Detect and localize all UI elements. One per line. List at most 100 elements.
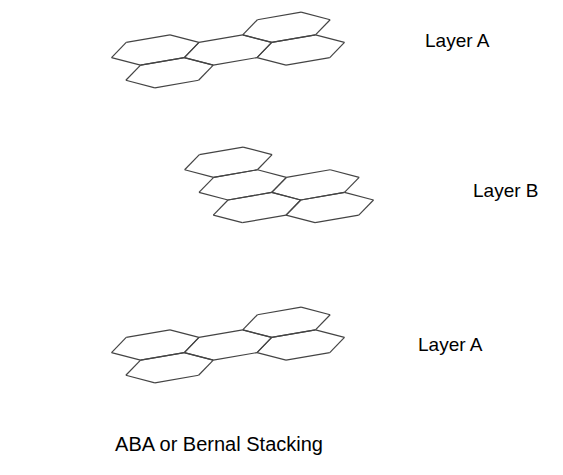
carbon-bond bbox=[184, 58, 213, 66]
carbon-bond bbox=[257, 337, 272, 352]
carbon-bond bbox=[184, 42, 199, 57]
carbon-bond bbox=[330, 170, 359, 178]
carbon-bond bbox=[272, 35, 316, 43]
carbon-bond bbox=[213, 215, 242, 223]
carbon-bond bbox=[199, 65, 214, 80]
carbon-bond bbox=[112, 58, 141, 66]
carbon-bond bbox=[315, 315, 330, 330]
carbon-bond bbox=[272, 192, 301, 200]
carbon-bond bbox=[184, 58, 213, 66]
carbon-bond bbox=[228, 192, 272, 200]
carbon-bond bbox=[243, 35, 272, 43]
carbon-bond bbox=[199, 147, 243, 155]
carbon-bond bbox=[112, 337, 127, 352]
carbon-bond bbox=[257, 337, 272, 352]
layer-label: Layer B bbox=[473, 180, 538, 202]
graphene-layer bbox=[112, 307, 345, 383]
carbon-bond bbox=[243, 330, 272, 338]
carbon-bond bbox=[286, 200, 301, 215]
carbon-bond bbox=[257, 12, 301, 20]
carbon-bond bbox=[257, 42, 272, 57]
carbon-bond bbox=[242, 215, 286, 223]
carbon-bond bbox=[141, 353, 185, 361]
carbon-bond bbox=[126, 65, 141, 80]
carbon-bond bbox=[170, 330, 199, 338]
carbon-bond bbox=[272, 330, 316, 338]
carbon-bond bbox=[185, 170, 214, 178]
carbon-bond bbox=[199, 35, 243, 43]
carbon-bond bbox=[184, 337, 199, 352]
carbon-bond bbox=[141, 353, 185, 361]
carbon-bond bbox=[112, 353, 141, 361]
carbon-bond bbox=[185, 155, 200, 170]
carbon-bond bbox=[344, 192, 373, 200]
carbon-bond bbox=[257, 58, 286, 66]
carbon-bond bbox=[199, 192, 228, 200]
carbon-bond bbox=[315, 330, 344, 338]
layer-label: Layer A bbox=[418, 334, 482, 356]
carbon-bond bbox=[272, 177, 287, 192]
carbon-bond bbox=[184, 353, 213, 361]
carbon-bond bbox=[184, 337, 199, 352]
carbon-bond bbox=[315, 215, 359, 223]
carbon-bond bbox=[272, 330, 316, 338]
carbon-bond bbox=[243, 35, 272, 43]
carbon-bond bbox=[126, 360, 141, 375]
carbon-bond bbox=[214, 170, 258, 178]
carbon-bond bbox=[272, 35, 316, 43]
carbon-bond bbox=[243, 147, 272, 155]
carbon-bond bbox=[112, 42, 127, 57]
carbon-bond bbox=[155, 80, 199, 88]
carbon-bond bbox=[184, 353, 213, 361]
carbon-bond bbox=[155, 375, 199, 383]
carbon-bond bbox=[301, 12, 330, 20]
carbon-bond bbox=[344, 177, 359, 192]
carbon-bond bbox=[272, 192, 301, 200]
carbon-bond bbox=[126, 80, 155, 88]
carbon-bond bbox=[330, 42, 345, 57]
carbon-bond bbox=[257, 155, 272, 170]
caption: ABA or Bernal Stacking bbox=[115, 433, 323, 456]
carbon-bond bbox=[199, 360, 214, 375]
carbon-bond bbox=[330, 337, 345, 352]
carbon-bond bbox=[301, 192, 345, 200]
carbon-bond bbox=[315, 20, 330, 35]
carbon-bond bbox=[272, 177, 287, 192]
carbon-bond bbox=[286, 215, 315, 223]
carbon-bond bbox=[199, 330, 243, 338]
carbon-bond bbox=[126, 375, 155, 383]
graphene-layer bbox=[112, 12, 345, 88]
carbon-bond bbox=[286, 353, 330, 361]
carbon-bond bbox=[257, 42, 272, 57]
carbon-bond bbox=[213, 353, 257, 361]
layer-label: Layer A bbox=[425, 30, 489, 52]
carbon-bond bbox=[199, 177, 214, 192]
carbon-bond bbox=[286, 170, 330, 178]
carbon-bond bbox=[170, 35, 199, 43]
carbon-bond bbox=[301, 307, 330, 315]
carbon-bond bbox=[257, 353, 286, 361]
carbon-bond bbox=[213, 200, 228, 215]
graphene-layer bbox=[185, 147, 374, 223]
carbon-bond bbox=[257, 170, 286, 178]
lattice-layers bbox=[112, 12, 374, 383]
carbon-bond bbox=[126, 35, 170, 43]
carbon-bond bbox=[243, 315, 258, 330]
carbon-bond bbox=[184, 42, 199, 57]
carbon-bond bbox=[213, 58, 257, 66]
carbon-bond bbox=[359, 200, 374, 215]
carbon-bond bbox=[301, 192, 345, 200]
carbon-bond bbox=[257, 307, 301, 315]
carbon-bond bbox=[286, 58, 330, 66]
carbon-bond bbox=[243, 20, 258, 35]
carbon-bond bbox=[315, 35, 344, 43]
carbon-bond bbox=[141, 58, 185, 66]
carbon-bond bbox=[286, 200, 301, 215]
carbon-bond bbox=[141, 58, 185, 66]
carbon-bond bbox=[228, 192, 272, 200]
carbon-bond bbox=[243, 330, 272, 338]
carbon-bond bbox=[126, 330, 170, 338]
carbon-bond bbox=[214, 170, 258, 178]
